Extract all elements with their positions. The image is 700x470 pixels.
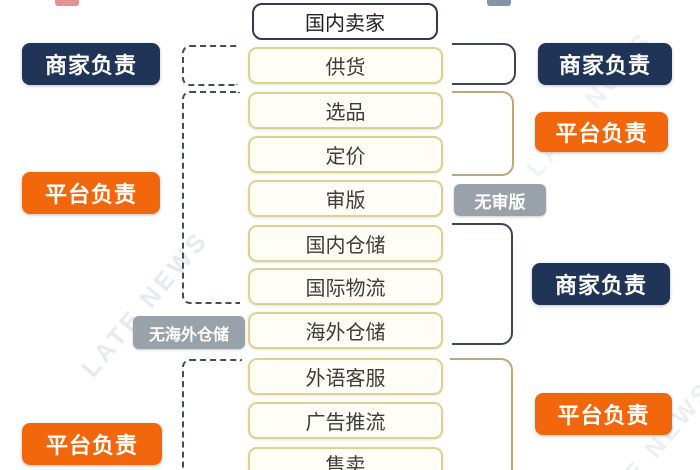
process-box-pricing: 定价 [248, 136, 443, 173]
process-box-product-selection: 选品 [248, 92, 443, 129]
process-box-international-logistics: 国际物流 [248, 268, 443, 305]
left-dashed-bracket-supply [182, 45, 238, 86]
process-box-domestic-seller: 国内卖家 [252, 3, 438, 40]
process-box-ad-promotion: 广告推流 [248, 402, 443, 439]
process-box-selling: 售卖 [248, 447, 443, 470]
right-bracket-bottom-group [450, 358, 513, 470]
cropped-navy-label-fragment [487, 0, 511, 6]
process-box-foreign-language-support: 外语客服 [248, 358, 443, 395]
left-dashed-bracket-platform-group [182, 91, 240, 304]
right-bracket-logistics-group [452, 223, 513, 345]
right-label-merchant-responsible-mid: 商家负责 [532, 263, 670, 305]
left-label-platform-responsible: 平台负责 [22, 172, 160, 214]
right-label-platform-responsible-bottom: 平台负责 [535, 393, 672, 435]
left-dashed-bracket-bottom-group [182, 359, 242, 470]
right-bracket-selection-pricing [452, 91, 514, 176]
process-box-supply: 供货 [248, 47, 443, 84]
process-box-overseas-warehousing: 海外仓储 [248, 312, 443, 349]
right-bracket-supply [452, 43, 516, 85]
left-label-platform-responsible-bottom: 平台负责 [22, 423, 162, 465]
left-label-merchant-responsible: 商家负责 [22, 43, 160, 85]
process-box-review: 审版 [248, 180, 443, 217]
cropped-red-label-fragment [55, 0, 79, 6]
right-label-platform-responsible: 平台负责 [535, 112, 668, 152]
process-box-domestic-warehousing: 国内仓储 [248, 225, 443, 262]
badge-no-overseas-warehouse: 无海外仓储 [133, 316, 245, 349]
right-label-merchant-responsible: 商家负责 [538, 43, 672, 85]
badge-no-review: 无审版 [454, 184, 546, 216]
